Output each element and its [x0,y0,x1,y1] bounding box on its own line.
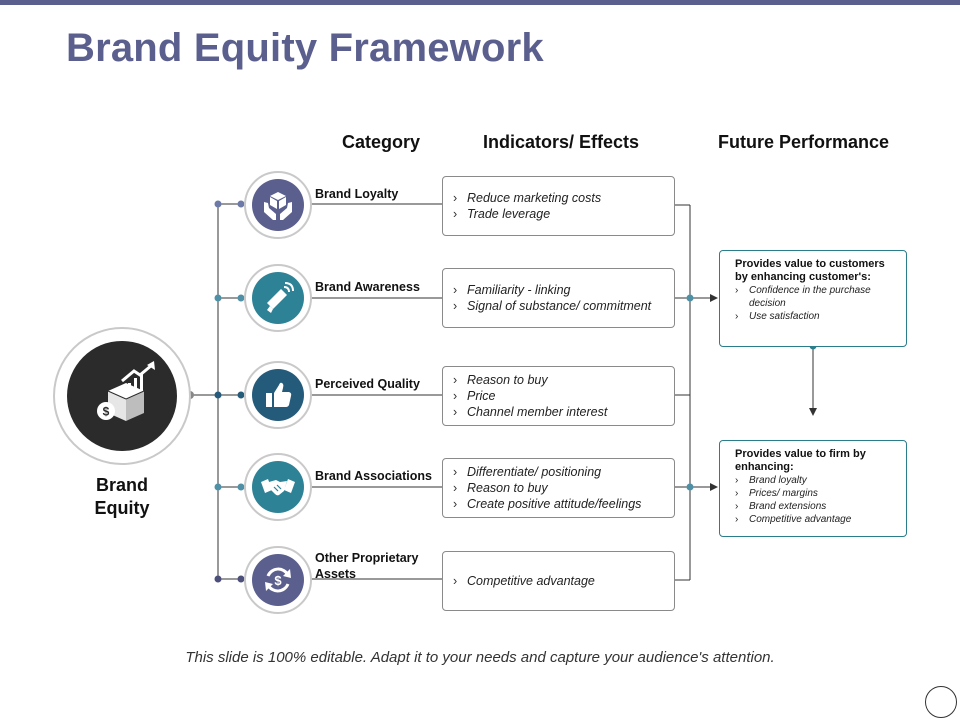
future-box-item: Brand extensions [735,500,896,513]
indicator-item: Price [453,388,664,404]
indicator-box-perceived-quality: Reason to buy Price Channel member inter… [442,366,675,426]
svg-text:$: $ [103,405,110,419]
category-label-brand-associations: Brand Associations [315,469,432,483]
indicator-item: Signal of substance/ commitment [453,298,664,314]
future-box-item: Use satisfaction [735,310,896,323]
category-label-brand-awareness: Brand Awareness [315,280,420,294]
future-box-customers: Provides value to customers by enhancing… [719,250,907,347]
indicator-item: Channel member interest [453,404,664,420]
box-growth-icon: $ [67,341,177,451]
indicator-item: Reduce marketing costs [453,190,664,206]
indicator-box-other-proprietary-assets: Competitive advantage [442,551,675,611]
column-header-future: Future Performance [718,132,890,152]
indicator-box-brand-associations: Differentiate/ positioning Reason to buy… [442,458,675,518]
slide-footer-note: This slide is 100% editable. Adapt it to… [185,649,775,666]
svg-text:$: $ [274,573,282,588]
future-box-heading: Provides value to customers by enhancing… [735,258,885,283]
indicator-box-brand-awareness: Familiarity - linking Signal of substanc… [442,268,675,328]
column-header-category: Category [342,132,421,152]
indicator-item: Reason to buy [453,372,664,388]
category-label-brand-loyalty: Brand Loyalty [315,187,399,201]
brand-equity-label-line1: Brand [95,475,148,495]
future-box-item: Prices/ margins [735,487,896,500]
dollar-cycle-icon: $ [252,554,304,606]
category-label-perceived-quality: Perceived Quality [315,377,420,391]
future-box-item: Competitive advantage [735,513,896,526]
indicator-item: Reason to buy [453,480,664,496]
brand-equity-label-line2: Equity [94,498,150,518]
future-box-heading: Provides value to firm by enhancing: [735,448,866,473]
indicator-item: Create positive attitude/feelings [453,496,664,512]
indicator-box-brand-loyalty: Reduce marketing costs Trade leverage [442,176,675,236]
thumbs-up-icon [252,369,304,421]
future-box-item: Brand loyalty [735,474,896,487]
megaphone-icon [252,272,304,324]
indicator-item: Trade leverage [453,206,664,222]
corner-circle-icon [925,686,957,718]
handshake-icon [252,461,304,513]
hands-cube-icon [252,179,304,231]
future-box-item: Confidence in the purchase decision [735,284,896,310]
category-label-other-proprietary-assets: Other Proprietary Assets [315,551,419,581]
top-accent-bar [0,0,960,5]
future-box-firm: Provides value to firm by enhancing: Bra… [719,440,907,537]
indicator-item: Familiarity - linking [453,282,664,298]
brand-equity-label: Brand Equity [62,474,182,520]
indicator-item: Competitive advantage [453,573,664,589]
indicator-item: Differentiate/ positioning [453,464,664,480]
column-header-indicators: Indicators/ Effects [483,132,640,152]
slide-title: Brand Equity Framework [66,26,544,70]
